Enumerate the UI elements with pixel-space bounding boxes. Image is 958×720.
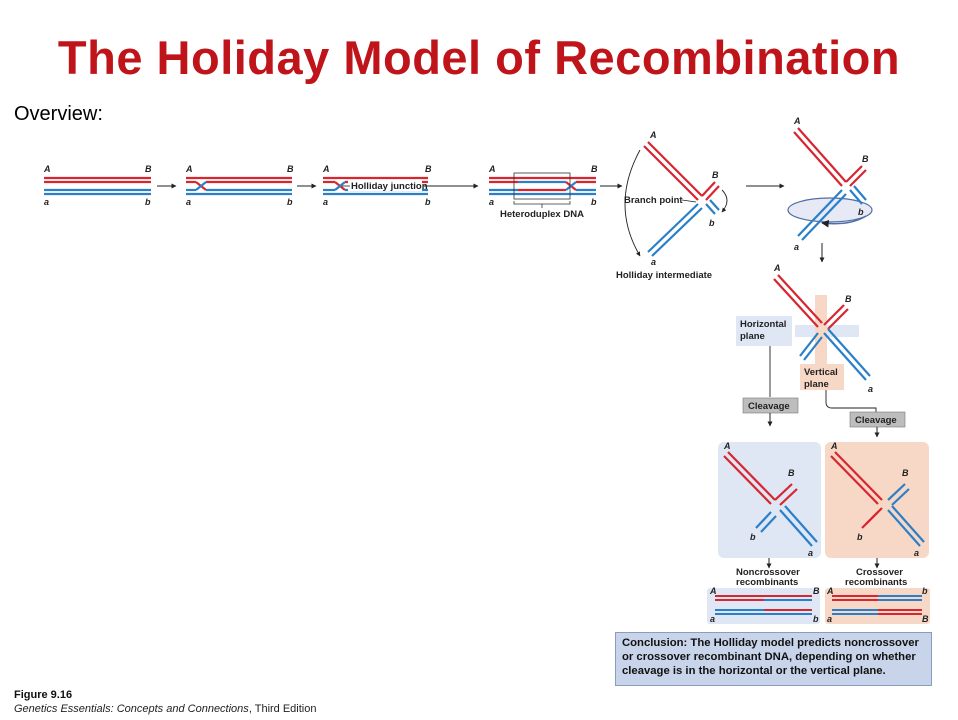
label-a: a (914, 548, 919, 558)
label-B: B (425, 164, 432, 174)
label-A: A (723, 441, 731, 451)
horizontal-plane-label: Horizontal (740, 319, 786, 330)
label-b: b (813, 614, 819, 624)
label-A: A (826, 586, 834, 596)
cleavage-label: Cleavage (855, 415, 897, 426)
label-a: a (651, 257, 656, 267)
label-B: B (813, 586, 820, 596)
overview-label: Overview: (14, 103, 103, 125)
noncrossover-products: A B a b (707, 586, 820, 624)
label-b: b (750, 532, 756, 542)
step5-holliday-intermediate: A B a b Branch point Holliday intermedia… (616, 130, 728, 281)
conclusion-label: Conclusion: (622, 637, 688, 649)
label-A: A (322, 164, 330, 174)
heteroduplex-label: Heteroduplex DNA (500, 209, 584, 220)
label-A: A (43, 164, 51, 174)
label-B: B (145, 164, 152, 174)
cleavage-label: Cleavage (748, 401, 790, 412)
label-A: A (793, 116, 801, 126)
label-A: A (488, 164, 496, 174)
noncrossover-panel: A B b a (718, 441, 821, 558)
label-b: b (425, 197, 431, 207)
step3-holliday-junction: Holliday junction A B a b (322, 164, 432, 207)
label-B: B (862, 154, 869, 164)
label-B: B (287, 164, 294, 174)
figure-number: Figure 9.16 (14, 689, 73, 701)
label-A: A (185, 164, 193, 174)
label-a: a (186, 197, 191, 207)
conclusion-box: Conclusion: The Holliday model predicts … (615, 632, 932, 686)
book-title: Genetics Essentials: Concepts and Connec… (14, 703, 249, 715)
label-B: B (845, 294, 852, 304)
noncrossover-label-2: recombinants (736, 577, 798, 588)
label-b: b (858, 207, 864, 217)
label-a: a (827, 614, 832, 624)
label-A: A (773, 263, 781, 273)
label-b: b (922, 586, 928, 596)
label-B: B (591, 164, 598, 174)
label-B: B (712, 170, 719, 180)
crossover-label-2: recombinants (845, 577, 907, 588)
cleavage-right: Cleavage (849, 411, 906, 438)
crossover-products: A b a B (825, 586, 930, 624)
label-b: b (709, 218, 715, 228)
crossover-panel: A B b a (825, 441, 929, 558)
horizontal-plane-label-2: plane (740, 331, 765, 342)
label-a: a (794, 242, 799, 252)
label-b: b (287, 197, 293, 207)
holliday-junction-label: Holliday junction (351, 181, 428, 192)
step2-strand-exchange: A B a b (185, 164, 294, 207)
label-a: a (323, 197, 328, 207)
label-b: b (857, 532, 863, 542)
book-edition: , Third Edition (248, 703, 317, 715)
label-A: A (830, 441, 838, 451)
crossover-label: Crossover (856, 567, 903, 578)
label-A: A (709, 586, 717, 596)
label-B: B (902, 468, 909, 478)
step1-duplex: A B a b (43, 164, 152, 207)
label-b: b (591, 197, 597, 207)
book-citation: Genetics Essentials: Concepts and Connec… (14, 703, 316, 715)
cleavage-left: Cleavage (742, 397, 799, 427)
step4-branch-migration: Heteroduplex DNA A B a b (488, 164, 598, 220)
label-a: a (808, 548, 813, 558)
label-A: A (649, 130, 657, 140)
vertical-plane-label: Vertical (804, 367, 838, 378)
label-b: b (145, 197, 151, 207)
conclusion-text: The Holliday model predicts noncrossover… (622, 637, 919, 677)
holliday-intermediate-label: Holliday intermediate (616, 270, 712, 281)
page-title: The Holiday Model of Recombination (57, 31, 901, 84)
label-a: a (710, 614, 715, 624)
label-a: a (44, 197, 49, 207)
label-a: a (868, 384, 873, 394)
step7-cleavage-planes: A B b a Horizontal plane Vertical plane (736, 263, 877, 412)
label-B: B (788, 468, 795, 478)
branch-point-label: Branch point (624, 195, 683, 206)
label-a: a (489, 197, 494, 207)
vertical-plane-label-2: plane (804, 379, 829, 390)
step6-rotation: A B a b (787, 116, 873, 252)
noncrossover-label: Noncrossover (736, 567, 800, 578)
label-B: B (922, 614, 929, 624)
